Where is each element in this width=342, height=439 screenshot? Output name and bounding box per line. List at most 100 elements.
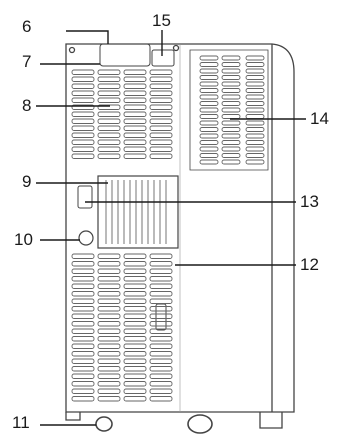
grille-slot [71, 351, 95, 357]
grille-slot [149, 90, 173, 96]
grille-slot [149, 388, 173, 394]
grille-slot [149, 139, 173, 145]
grille-slot [149, 69, 173, 75]
leader-lines [36, 30, 306, 426]
grille-slot [71, 125, 95, 131]
callout-12: 12 [300, 255, 319, 274]
grille-slot [245, 68, 265, 74]
grille-slot [123, 276, 147, 282]
grille-slot [221, 68, 241, 74]
grille-slot [149, 83, 173, 89]
grille-slot [97, 261, 121, 267]
grille-slot [123, 76, 147, 82]
grille-slot [149, 373, 173, 379]
grille-slot [97, 306, 121, 312]
grille-slot [97, 111, 121, 117]
grille-slot [149, 306, 173, 312]
grille-slot [123, 291, 147, 297]
grille-slot [149, 132, 173, 138]
grille-slot [123, 111, 147, 117]
grille-slot [221, 94, 241, 100]
grille-slot [221, 140, 241, 145]
grille-slot [149, 291, 173, 297]
grille-slot [199, 81, 219, 87]
grille-slot [221, 120, 241, 126]
grille-slot [71, 358, 95, 364]
grille-slot [71, 381, 95, 387]
grille-slot [123, 83, 147, 89]
exhaust-grille [199, 55, 265, 165]
grille-slot [97, 118, 121, 124]
grille-slot [199, 159, 219, 165]
grille-slot [71, 336, 95, 342]
grille-slot [97, 298, 121, 304]
grille-slot [199, 68, 219, 74]
grille-slot [97, 276, 121, 282]
grille-slot [123, 90, 147, 96]
grille-slot [97, 139, 121, 145]
grille-slot [97, 268, 121, 274]
grille-slot [245, 153, 265, 158]
filter-grille [105, 180, 167, 244]
grille-slot [221, 101, 241, 106]
grille-slot [71, 83, 95, 89]
grille-slot [149, 97, 173, 103]
grille-slot [97, 90, 121, 96]
grille-slot [245, 120, 265, 126]
grille-slot [149, 125, 173, 131]
grille-slot [123, 261, 147, 267]
grille-slot [123, 298, 147, 304]
grille-slot [123, 351, 147, 357]
grille-slot [97, 366, 121, 372]
grille-slot [71, 146, 95, 152]
grille-slot [199, 127, 219, 132]
grille-slot [245, 75, 265, 80]
grille-slot [245, 62, 265, 67]
grille-slot [97, 132, 121, 138]
grille-slot [123, 104, 147, 110]
grille-slot [149, 253, 173, 259]
callout-15: 15 [152, 11, 171, 30]
grille-slot [123, 268, 147, 274]
grille-slot [123, 283, 147, 289]
grille-slot [149, 358, 173, 364]
grille-slot [199, 101, 219, 106]
grille-slot [97, 283, 121, 289]
grille-slot [245, 107, 265, 113]
grille-slot [123, 125, 147, 131]
grille-slot [199, 146, 219, 152]
grille-slot [71, 261, 95, 267]
unit-body-outline [65, 43, 295, 434]
grille-slot [123, 343, 147, 349]
grille-slot [71, 313, 95, 319]
grille-slot [123, 358, 147, 364]
grille-slot [71, 76, 95, 82]
callout-8: 8 [22, 96, 32, 115]
grille-slot [221, 114, 241, 119]
grille-slot [149, 396, 173, 402]
grille-slot [149, 146, 173, 152]
callout-13: 13 [300, 192, 319, 211]
grille-slot [149, 283, 173, 289]
grille-slot [71, 373, 95, 379]
grille-slot [123, 132, 147, 138]
grille-slot [149, 336, 173, 342]
grille-slot [149, 111, 173, 117]
grille-slot [123, 336, 147, 342]
grille-slot [199, 94, 219, 100]
grille-slot [97, 146, 121, 152]
grille-slot [221, 88, 241, 93]
grille-slot [149, 313, 173, 319]
grille-slot [97, 396, 121, 402]
grille-slot [71, 253, 95, 259]
grille-slot [221, 62, 241, 67]
grille-slot [97, 76, 121, 82]
grille-slot [149, 381, 173, 387]
grille-slot [199, 140, 219, 145]
grille-slot [71, 283, 95, 289]
grille-slot [149, 276, 173, 282]
grille-slot [97, 373, 121, 379]
grille-slot [149, 366, 173, 372]
grille-slot [123, 396, 147, 402]
